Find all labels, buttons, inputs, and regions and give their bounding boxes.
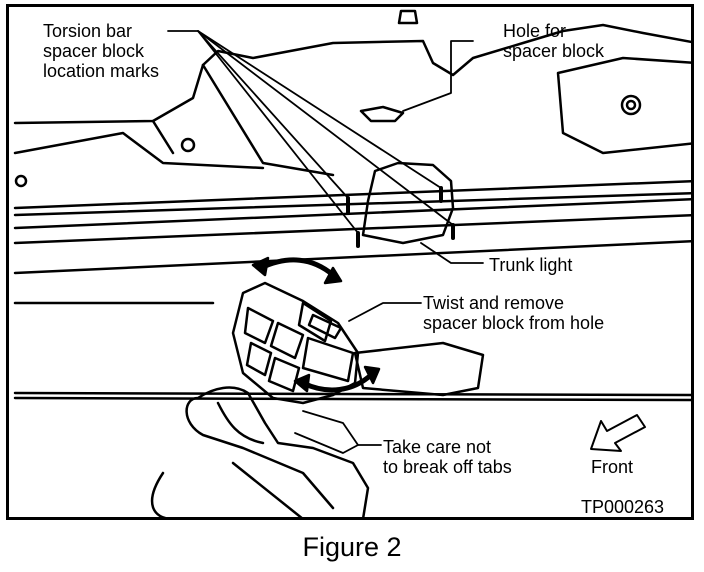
trunk-lid-panel bbox=[13, 23, 691, 125]
top-bolt bbox=[397, 9, 419, 25]
callout-trunk-light: Trunk light bbox=[489, 255, 573, 275]
tab-slot bbox=[353, 341, 485, 397]
trunk-light bbox=[361, 161, 455, 245]
callout-hole: Hole for spacer block bbox=[503, 21, 604, 61]
figure-caption: Figure 2 bbox=[302, 532, 402, 562]
hand bbox=[151, 386, 370, 517]
twist-arrow-bottom bbox=[300, 372, 374, 393]
figure-frame: Torsion bar spacer block location marks … bbox=[6, 4, 694, 520]
spacer-hole bbox=[359, 105, 405, 123]
callout-spacer-marks-line1: Torsion bar bbox=[43, 21, 133, 41]
torsion-bar-upper bbox=[13, 179, 691, 210]
figure-id: TP000263 bbox=[581, 497, 665, 517]
callout-twist-line1: Twist and remove bbox=[423, 293, 565, 313]
callout-spacer-marks-line2: spacer block bbox=[43, 41, 145, 61]
callout-hole-line1: Hole for bbox=[503, 21, 567, 41]
torsion-bar-lower bbox=[13, 198, 691, 230]
callout-take-care: Take care not to break off tabs bbox=[383, 437, 512, 477]
panel-recess-right bbox=[556, 56, 691, 155]
callout-spacer-marks-line3: location marks bbox=[43, 61, 160, 81]
front-arrow bbox=[590, 414, 646, 452]
twist-arrow-top bbox=[258, 257, 336, 278]
front-label: Front bbox=[591, 457, 634, 477]
callout-spacer-marks: Torsion bar spacer block location marks bbox=[43, 21, 159, 81]
callout-twist: Twist and remove spacer block from hole bbox=[423, 293, 604, 333]
callout-hole-line2: spacer block bbox=[503, 41, 605, 61]
bolt bbox=[620, 94, 642, 116]
callout-twist-line2: spacer block from hole bbox=[423, 313, 605, 333]
illustration bbox=[13, 9, 691, 517]
callout-take-care-line2: to break off tabs bbox=[383, 457, 512, 477]
callout-take-care-line1: Take care not bbox=[383, 437, 492, 457]
